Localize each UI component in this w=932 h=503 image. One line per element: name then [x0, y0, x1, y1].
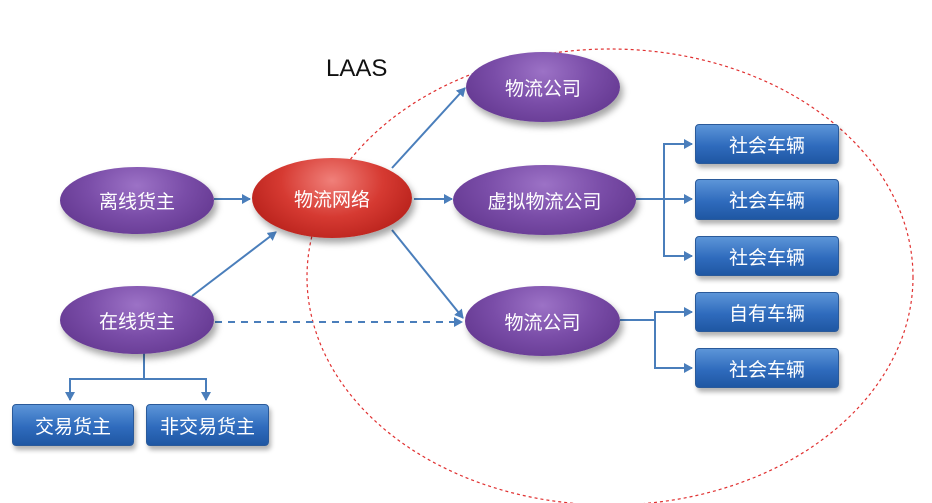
node-vehicle-1: 社会车辆 [695, 124, 839, 164]
node-online-shipper: 在线货主 [60, 286, 214, 354]
arrow-network-to-company-bottom [391, 229, 464, 319]
node-logistics-company-bottom: 物流公司 [465, 286, 620, 356]
laas-label: LAAS [326, 55, 388, 82]
node-trading-shipper: 交易货主 [12, 404, 134, 446]
arrow-online-to-network [191, 231, 277, 297]
node-logistics-network: 物流网络 [252, 158, 412, 238]
node-offline-shipper: 离线货主 [60, 167, 214, 234]
connector-company-to-social-vehicle [654, 320, 693, 373]
connector-virtual-to-vehicle-1 [636, 139, 693, 200]
connector-company-to-own-vehicle [620, 307, 693, 321]
connector-virtual-to-vehicle-3 [663, 199, 693, 261]
node-vehicle-4: 自有车辆 [695, 292, 839, 332]
node-virtual-logistics-company: 虚拟物流公司 [453, 165, 636, 235]
arrow-network-to-company-top [391, 87, 466, 169]
node-vehicle-5: 社会车辆 [695, 348, 839, 388]
laas-boundary [306, 48, 914, 503]
node-non-trading-shipper: 非交易货主 [146, 404, 269, 446]
node-vehicle-3: 社会车辆 [695, 236, 839, 276]
connector-online-to-trading [65, 353, 145, 401]
node-logistics-company-top: 物流公司 [466, 52, 620, 122]
connector-online-to-nontrading [144, 378, 211, 401]
node-vehicle-2: 社会车辆 [695, 179, 839, 220]
